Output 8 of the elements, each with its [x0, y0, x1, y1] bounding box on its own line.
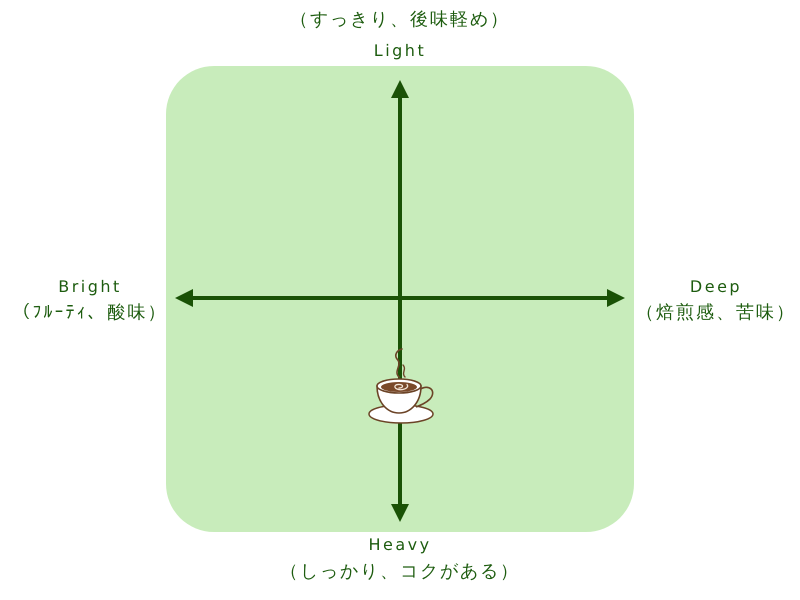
axis-label: Deep [690, 278, 742, 296]
axis-description: （ﾌﾙｰﾃｨ、酸味） [12, 303, 168, 324]
axis-label: Light [374, 42, 426, 60]
axis-description: （焙煎感、苦味） [636, 303, 796, 324]
axis-label: Heavy [368, 536, 432, 554]
axis-description: （すっきり、後味軽め） [290, 10, 510, 31]
axis-description: （しっかり、コクがある） [280, 562, 520, 583]
axis-label: Bright [58, 278, 122, 296]
